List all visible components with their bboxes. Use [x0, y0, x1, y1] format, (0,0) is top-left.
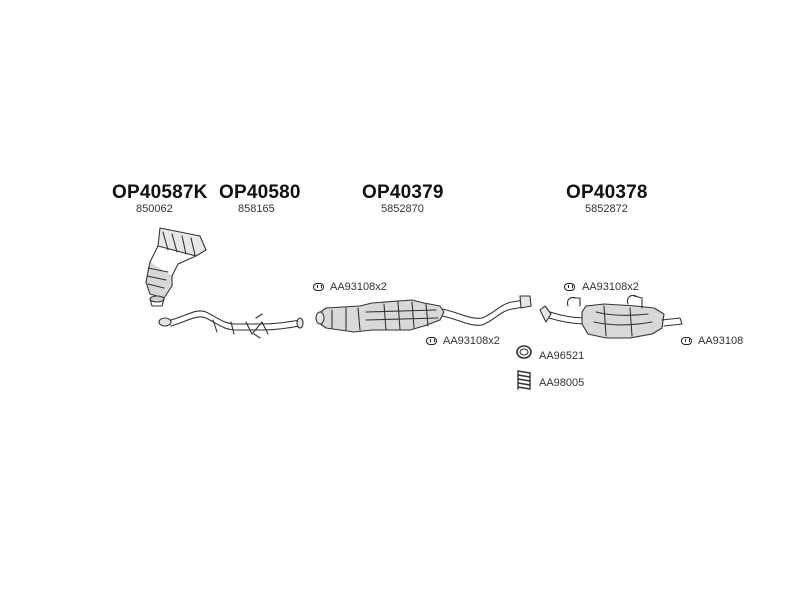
clamp-icon	[681, 337, 692, 345]
middle-silencer-drawing	[315, 295, 532, 333]
clamp-icon	[426, 337, 437, 345]
clamp-icon	[313, 283, 324, 291]
oem-number-front-pipe: 858165	[238, 203, 275, 215]
part-title-catalytic-manifold: OP40587K	[112, 182, 208, 203]
part-title-rear-silencer: OP40378	[566, 182, 648, 203]
oem-number-rear-silencer: 5852872	[585, 203, 628, 215]
spring-icon	[517, 370, 531, 390]
front-pipe-drawing	[158, 310, 304, 339]
oem-number-catalytic-manifold: 850062	[136, 203, 173, 215]
rear-silencer-drawing	[539, 294, 683, 339]
part-title-front-pipe: OP40580	[219, 182, 301, 203]
hardware-label-gasket: AA96521	[539, 350, 585, 362]
hardware-label-clamp-3: AA93108x2	[443, 335, 500, 347]
hardware-label-clamp-1: AA93108x2	[330, 281, 387, 293]
hardware-label-clamp-4: AA93108	[698, 335, 744, 347]
part-title-middle-silencer: OP40379	[362, 182, 444, 203]
oem-number-middle-silencer: 5852870	[381, 203, 424, 215]
gasket-ring-icon	[516, 345, 532, 359]
hardware-label-clamp-2: AA93108x2	[582, 281, 639, 293]
catalytic-manifold-drawing	[145, 227, 207, 307]
clamp-icon	[564, 283, 575, 291]
hardware-label-spring: AA98005	[539, 377, 585, 389]
